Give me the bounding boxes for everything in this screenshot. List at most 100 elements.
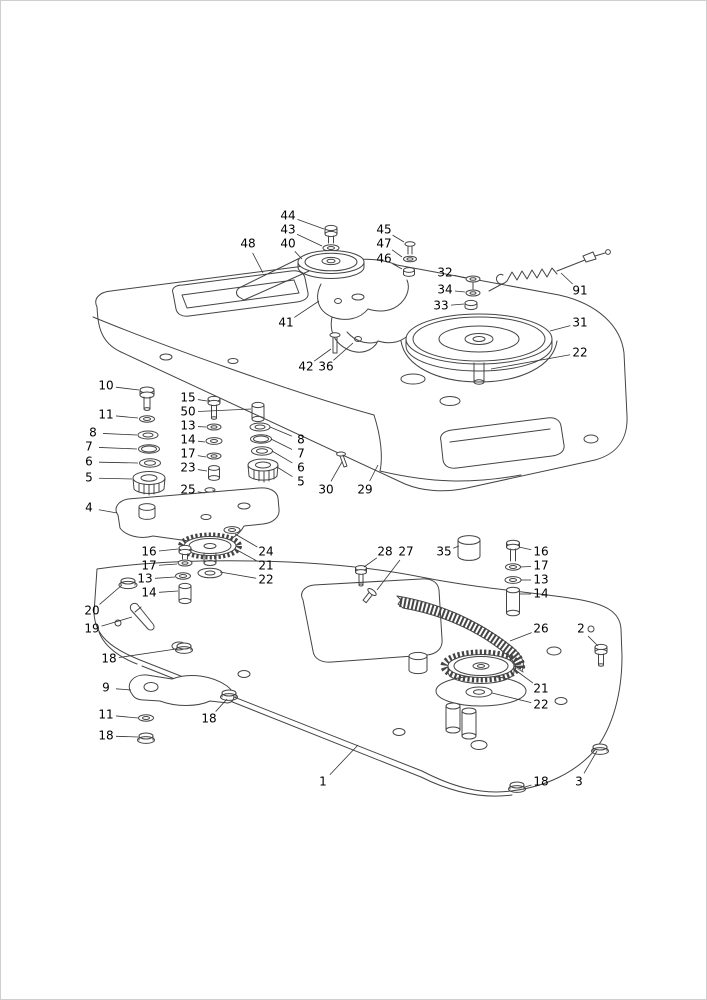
cap-nut-3 (591, 743, 609, 755)
leader-line-18 (215, 698, 228, 712)
part-number-32: 32 (437, 266, 452, 280)
part-callout-40: 40 (280, 237, 303, 260)
leader-line-6 (271, 450, 293, 464)
part-callout-15: 15 (180, 391, 208, 405)
part-number-48: 48 (240, 237, 255, 251)
leader-line-17 (519, 566, 532, 568)
part-number-44: 44 (280, 209, 295, 223)
part-number-13: 13 (180, 419, 195, 433)
part-number-36: 36 (318, 360, 333, 374)
part-number-18: 18 (101, 652, 116, 666)
leader-line-48 (252, 252, 264, 274)
part-callout-3: 3 (575, 750, 598, 789)
leader-line-7 (270, 438, 293, 450)
part-number-47: 47 (376, 237, 391, 251)
part-number-10: 10 (98, 379, 113, 393)
part-callout-13: 13 (521, 573, 549, 587)
part-callout-22: 22 (490, 346, 588, 370)
part-number-11: 11 (98, 708, 113, 722)
part-callout-18: 18 (201, 698, 228, 726)
leader-line-13 (154, 576, 176, 579)
part-number-22: 22 (533, 698, 548, 712)
leader-line-34 (454, 290, 466, 293)
leader-line-11 (115, 715, 139, 719)
leader-line-30 (330, 461, 343, 482)
flanged-nut-20 (118, 577, 138, 590)
part-number-21: 21 (533, 682, 548, 696)
leader-line-27 (376, 559, 401, 591)
part-number-8: 8 (297, 433, 305, 447)
part-callout-10: 10 (98, 379, 140, 393)
part-number-3: 3 (575, 775, 583, 789)
part-number-50: 50 (180, 405, 195, 419)
leader-line-18 (118, 648, 177, 658)
part-callout-91: 91 (560, 272, 588, 298)
part-number-46: 46 (376, 252, 391, 266)
part-callout-16: 16 (518, 545, 549, 559)
part-callout-35: 35 (436, 545, 460, 559)
part-number-18: 18 (533, 775, 548, 789)
cap-nut-18-c (137, 732, 155, 744)
belt-48 (236, 257, 310, 301)
leader-line-32 (454, 275, 466, 279)
part-number-13: 13 (533, 573, 548, 587)
part-number-13: 13 (137, 572, 152, 586)
part-callout-14: 14 (180, 433, 206, 447)
part-callout-31: 31 (549, 316, 588, 332)
part-number-34: 34 (437, 283, 452, 297)
bracket-9 (128, 674, 235, 706)
part-callout-29: 29 (357, 464, 379, 497)
part-number-14: 14 (180, 433, 195, 447)
part-callout-23: 23 (180, 461, 208, 475)
part-callout-50: 50 (180, 405, 252, 419)
leader-line-1 (329, 744, 359, 776)
leader-line-43 (296, 233, 323, 247)
leader-line-22 (219, 571, 257, 579)
part-number-91: 91 (572, 284, 587, 298)
part-number-16: 16 (533, 545, 548, 559)
part-number-22: 22 (258, 573, 273, 587)
part-callout-28: 28 (363, 545, 393, 568)
leader-line-10 (115, 386, 140, 391)
leader-line-33 (450, 303, 465, 306)
part-number-7: 7 (297, 447, 305, 461)
part-number-8: 8 (89, 426, 97, 440)
upper-belt-cover (92, 258, 628, 492)
part-callout-45: 45 (376, 223, 405, 243)
part-callout-6: 6 (85, 455, 139, 469)
part-number-33: 33 (433, 299, 448, 313)
leader-line-4 (98, 509, 118, 514)
part-number-2: 2 (577, 622, 585, 636)
part-callout-20: 20 (84, 584, 123, 618)
idler-pulley-assembly (236, 224, 417, 354)
leader-line-5 (98, 477, 133, 480)
leader-line-21 (517, 671, 534, 684)
leader-line-42 (313, 348, 332, 362)
bearing-stack-middle (247, 401, 348, 483)
part-number-41: 41 (278, 316, 293, 330)
leader-line-44 (297, 219, 325, 230)
part-number-42: 42 (298, 360, 313, 374)
leader-line-36 (333, 342, 354, 361)
part-number-6: 6 (85, 455, 93, 469)
leader-line-20 (99, 584, 123, 605)
part-callout-7: 7 (85, 440, 138, 454)
part-number-43: 43 (280, 223, 295, 237)
leader-line-25 (197, 491, 206, 494)
part-callout-47: 47 (376, 237, 403, 258)
part-callout-43: 43 (280, 223, 323, 247)
part-callout-48: 48 (240, 237, 264, 274)
part-number-18: 18 (98, 729, 113, 743)
part-callout-42: 42 (298, 348, 332, 374)
leader-line-7 (98, 447, 138, 450)
part-number-14: 14 (533, 587, 548, 601)
part-number-7: 7 (85, 440, 93, 454)
part-callout-32: 32 (437, 266, 466, 280)
part-callout-30: 30 (318, 461, 343, 497)
leader-line-6 (98, 461, 139, 464)
leader-line-45 (392, 234, 405, 243)
part-callout-34: 34 (437, 283, 466, 297)
part-number-1: 1 (319, 775, 327, 789)
part-callout-22: 22 (219, 571, 274, 587)
leader-line-8 (269, 426, 292, 437)
